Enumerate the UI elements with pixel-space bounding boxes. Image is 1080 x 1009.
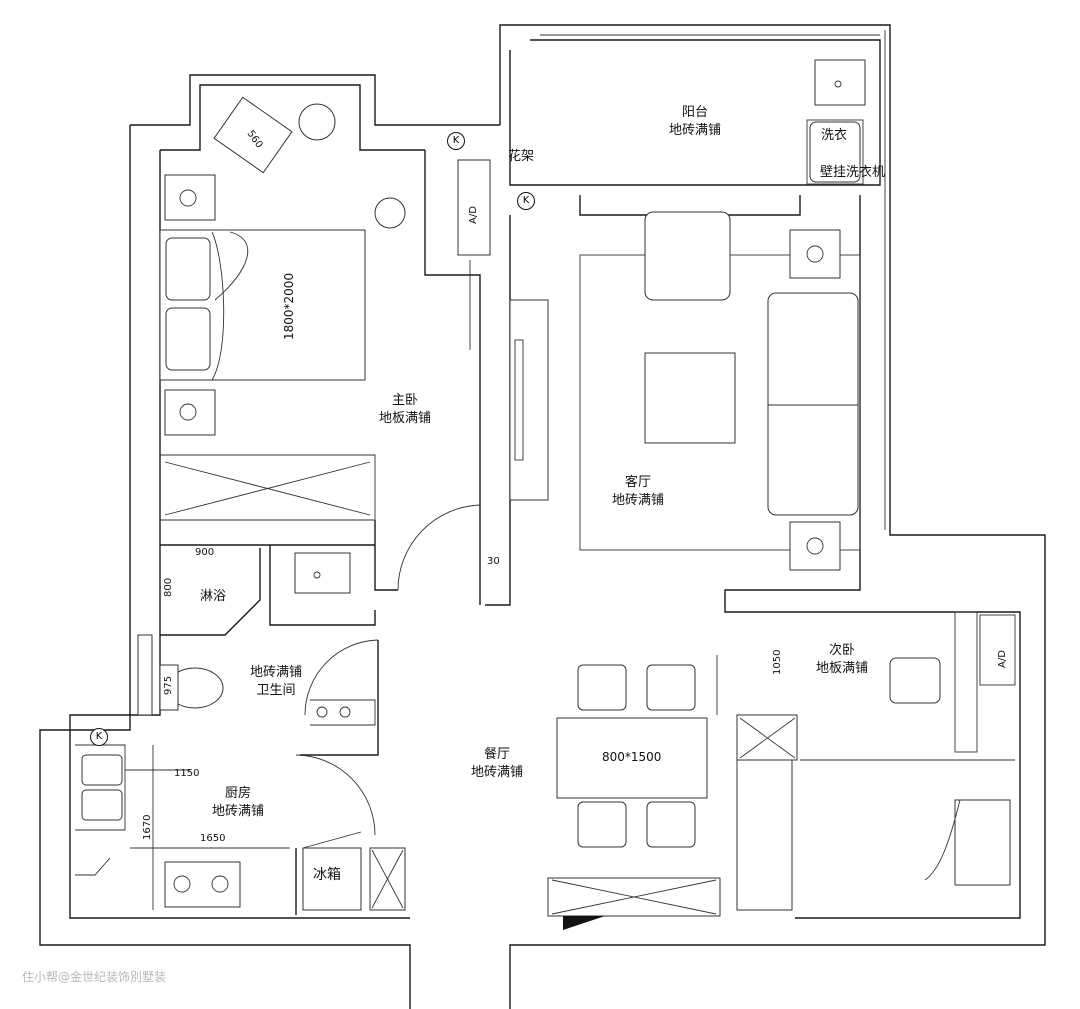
label-flower-rack: 花架 xyxy=(508,149,535,164)
room-name: 次卧 xyxy=(828,643,855,658)
bathroom-walls xyxy=(137,544,379,756)
master-bedroom-walls xyxy=(160,150,481,605)
label-wall-washer: 壁挂洗衣机 xyxy=(820,165,886,180)
floor-spec: 地板满铺 xyxy=(378,411,431,426)
k-marker: K xyxy=(517,192,535,210)
dining-furniture xyxy=(547,655,721,930)
master-furniture xyxy=(159,96,491,436)
label-dining: 餐厅 地砖满铺 xyxy=(457,746,537,782)
label-washer: 洗衣 xyxy=(820,128,847,143)
room-name: 餐厅 xyxy=(483,747,510,762)
floor-spec: 地砖满铺 xyxy=(470,765,523,780)
label-fridge: 冰箱 xyxy=(313,867,341,883)
room-name: 卫生间 xyxy=(256,683,296,698)
label-ad-second: A/D xyxy=(997,650,1008,668)
label-kitchen: 厨房 地砖满铺 xyxy=(198,785,278,821)
dim-shower-w: 900 xyxy=(195,547,215,558)
room-name: 阳台 xyxy=(681,105,708,120)
floor-spec: 地板满铺 xyxy=(815,661,868,676)
floor-spec: 地砖满铺 xyxy=(249,665,302,680)
label-master: 主卧 地板满铺 xyxy=(365,392,445,428)
label-balcony: 阳台 地砖满铺 xyxy=(655,104,735,140)
floor-spec: 地砖满铺 xyxy=(211,804,264,819)
dim-sink-run: 1150 xyxy=(174,768,200,779)
dim-counter-run: 1650 xyxy=(200,833,226,844)
label-second: 次卧 地板满铺 xyxy=(802,642,882,678)
balcony-fixtures xyxy=(806,59,866,185)
label-ad-master: A/D xyxy=(468,206,479,224)
label-bath: 地砖满铺 卫生间 xyxy=(236,664,316,700)
dim-door: 30 xyxy=(487,556,500,567)
k-marker: K xyxy=(90,728,108,746)
room-name: 主卧 xyxy=(391,393,418,408)
watermark: 住小帮@金世纪装饰別墅装 xyxy=(22,970,167,984)
label-shower: 淋浴 xyxy=(200,589,227,604)
floor-spec: 地砖满铺 xyxy=(611,493,664,508)
dim-table: 800*1500 xyxy=(602,750,662,764)
second-bedroom xyxy=(736,611,1016,911)
room-name: 客厅 xyxy=(624,475,651,490)
dim-second: 1050 xyxy=(772,649,783,675)
outer-walls xyxy=(39,24,1046,1009)
dim-bed: 1800*2000 xyxy=(282,272,296,340)
living-furniture xyxy=(509,211,861,571)
floor-spec: 地砖满铺 xyxy=(668,123,721,138)
room-name: 厨房 xyxy=(224,786,251,801)
dim-shower-h: 800 xyxy=(163,577,174,597)
kitchen-walls xyxy=(75,744,406,915)
dim-toilet: 975 xyxy=(163,675,174,695)
dim-counter-depth: 1670 xyxy=(142,814,153,840)
label-living: 客厅 地砖满铺 xyxy=(598,474,678,510)
k-marker: K xyxy=(447,132,465,150)
